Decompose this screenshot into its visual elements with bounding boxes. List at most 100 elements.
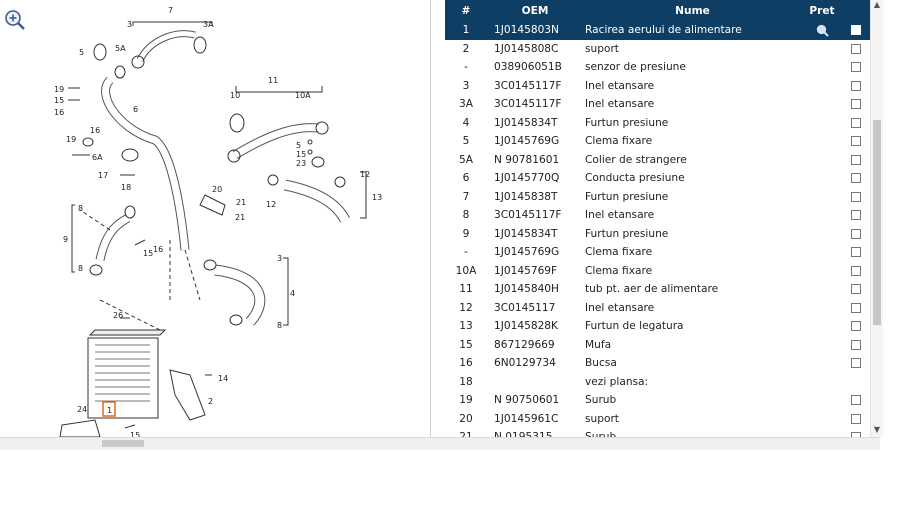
row-select-checkbox[interactable] <box>851 191 861 202</box>
callout-label: 19 <box>54 85 64 94</box>
horizontal-scrollbar[interactable] <box>0 437 880 450</box>
row-part-name: senzor de presiune <box>585 61 686 74</box>
price-search-icon[interactable] <box>816 24 829 37</box>
row-select[interactable] <box>842 280 870 299</box>
row-select-checkbox[interactable] <box>851 432 861 437</box>
row-select-checkbox[interactable] <box>851 25 861 36</box>
row-select[interactable] <box>842 299 870 318</box>
row-select[interactable] <box>842 188 870 207</box>
row-price <box>802 132 842 151</box>
row-select[interactable] <box>842 243 870 262</box>
row-oem-code: N 90781601 <box>494 153 560 166</box>
scroll-up-arrow-icon[interactable]: ▲ <box>873 0 881 9</box>
row-number: 9 <box>462 227 470 240</box>
row-select-checkbox[interactable] <box>851 395 861 406</box>
row-select[interactable] <box>842 114 870 133</box>
row-select-checkbox[interactable] <box>851 99 861 110</box>
row-select[interactable] <box>842 391 870 410</box>
row-select-checkbox[interactable] <box>851 80 861 91</box>
row-select-checkbox[interactable] <box>851 117 861 128</box>
vertical-scrollbar-thumb[interactable] <box>873 120 881 325</box>
row-select[interactable] <box>842 317 870 336</box>
row-select[interactable] <box>842 169 870 188</box>
row-price <box>802 151 842 170</box>
row-select-checkbox[interactable] <box>851 413 861 424</box>
row-select[interactable] <box>842 21 870 40</box>
row-select[interactable] <box>842 151 870 170</box>
row-select[interactable] <box>842 206 870 225</box>
callout-label: 10 <box>230 91 240 100</box>
row-select[interactable] <box>842 132 870 151</box>
row-select[interactable] <box>842 58 870 77</box>
row-select-checkbox[interactable] <box>851 136 861 147</box>
row-oem-code: 1J0145769F <box>494 264 558 277</box>
row-select-checkbox[interactable] <box>851 210 861 221</box>
row-select[interactable] <box>842 336 870 355</box>
scroll-down-arrow-icon[interactable]: ▼ <box>873 425 881 434</box>
row-select-checkbox[interactable] <box>851 302 861 313</box>
row-select-checkbox[interactable] <box>851 265 861 276</box>
row-select-checkbox[interactable] <box>851 321 861 332</box>
row-select-checkbox[interactable] <box>851 154 861 165</box>
row-price <box>802 299 842 318</box>
row-select[interactable] <box>842 428 870 437</box>
row-price[interactable] <box>802 21 842 40</box>
row-oem-code: 1J0145803N <box>487 21 583 40</box>
zoom-in-button[interactable] <box>3 8 27 32</box>
row-number: 12 <box>459 301 473 314</box>
row-select-checkbox[interactable] <box>851 284 861 295</box>
row-select[interactable] <box>842 225 870 244</box>
row-select-checkbox[interactable] <box>851 43 861 54</box>
row-select-checkbox[interactable] <box>851 62 861 73</box>
table-row[interactable]: 21N 0195315Surub <box>445 428 870 437</box>
callout-label: 26 <box>113 311 123 320</box>
row-oem-code: 3C0145117F <box>494 79 562 92</box>
row-select[interactable] <box>842 410 870 429</box>
row-number: 7 <box>462 190 470 203</box>
row-select-checkbox[interactable] <box>851 247 861 258</box>
row-select[interactable] <box>842 40 870 59</box>
vertical-scrollbar[interactable]: ▲ ▼ <box>870 0 883 437</box>
horizontal-scrollbar-thumb[interactable] <box>102 440 144 447</box>
row-select[interactable] <box>842 95 870 114</box>
row-oem-code: 867129669 <box>494 338 555 351</box>
row-select-checkbox[interactable] <box>851 228 861 239</box>
row-price <box>802 188 842 207</box>
row-number: 10A <box>455 264 477 277</box>
row-select-checkbox[interactable] <box>851 173 861 184</box>
row-select[interactable] <box>842 354 870 373</box>
row-select[interactable] <box>842 262 870 281</box>
callout-label: 16 <box>90 126 100 135</box>
column-header-select <box>842 0 870 21</box>
callout-label: 21 <box>235 213 245 222</box>
row-select-checkbox[interactable] <box>851 339 861 350</box>
row-price <box>802 428 842 437</box>
row-select[interactable] <box>842 77 870 96</box>
row-select[interactable] <box>842 373 870 392</box>
row-select-checkbox[interactable] <box>851 358 861 369</box>
column-header-name: Nume <box>583 0 802 21</box>
